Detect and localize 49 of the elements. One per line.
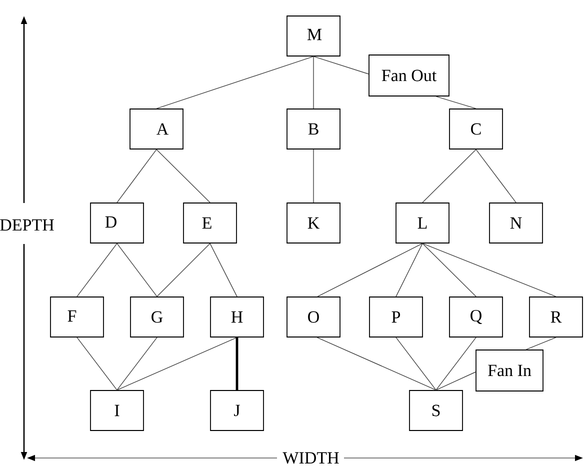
connector-line xyxy=(476,149,516,203)
node-box: K xyxy=(286,202,340,244)
connector-line xyxy=(313,56,314,109)
node-box: C xyxy=(449,108,503,150)
connector-line xyxy=(316,337,436,390)
node-box: R xyxy=(529,296,583,338)
node-box: B xyxy=(286,108,340,150)
node-box: E xyxy=(183,202,237,244)
node-box: M xyxy=(286,16,340,56)
connector-line xyxy=(156,149,210,203)
axis-label: WIDTH xyxy=(282,451,340,465)
connector-line xyxy=(156,243,210,297)
connector-line xyxy=(116,149,157,203)
axis-label: DEPTH xyxy=(0,218,56,232)
node-box: D xyxy=(90,202,144,244)
connector-line xyxy=(76,243,118,297)
connector-line xyxy=(236,337,238,390)
connector-line xyxy=(436,372,476,390)
node-box: A xyxy=(130,108,184,150)
connector-line xyxy=(313,56,369,74)
connector-line xyxy=(76,337,118,390)
connector-line xyxy=(116,243,158,297)
connector-line xyxy=(422,243,476,297)
node-box: L xyxy=(396,202,450,244)
connector-line xyxy=(396,337,436,390)
connector-line xyxy=(317,243,423,297)
connector-line xyxy=(436,96,476,109)
connector-line xyxy=(396,243,423,297)
connector-line xyxy=(526,337,556,350)
callout-box: Fan In xyxy=(476,350,544,392)
node-box: F xyxy=(50,296,104,338)
node-box: H xyxy=(210,296,264,338)
node-box: N xyxy=(489,202,543,244)
connector-line xyxy=(422,149,476,203)
node-box: O xyxy=(286,296,340,338)
connector-line xyxy=(422,243,556,297)
connector-line xyxy=(436,337,476,390)
node-box: Q xyxy=(449,296,503,338)
connector-line xyxy=(313,149,314,203)
node-box: I xyxy=(90,390,144,431)
node-box: G xyxy=(130,296,184,338)
node-box: S xyxy=(409,390,463,431)
callout-box: Fan Out xyxy=(368,54,450,96)
node-box: J xyxy=(210,390,264,431)
connector-line xyxy=(210,243,238,297)
connector-line xyxy=(116,337,158,390)
node-box: P xyxy=(369,296,423,338)
connector-line xyxy=(156,56,314,109)
connector-line xyxy=(116,337,238,390)
